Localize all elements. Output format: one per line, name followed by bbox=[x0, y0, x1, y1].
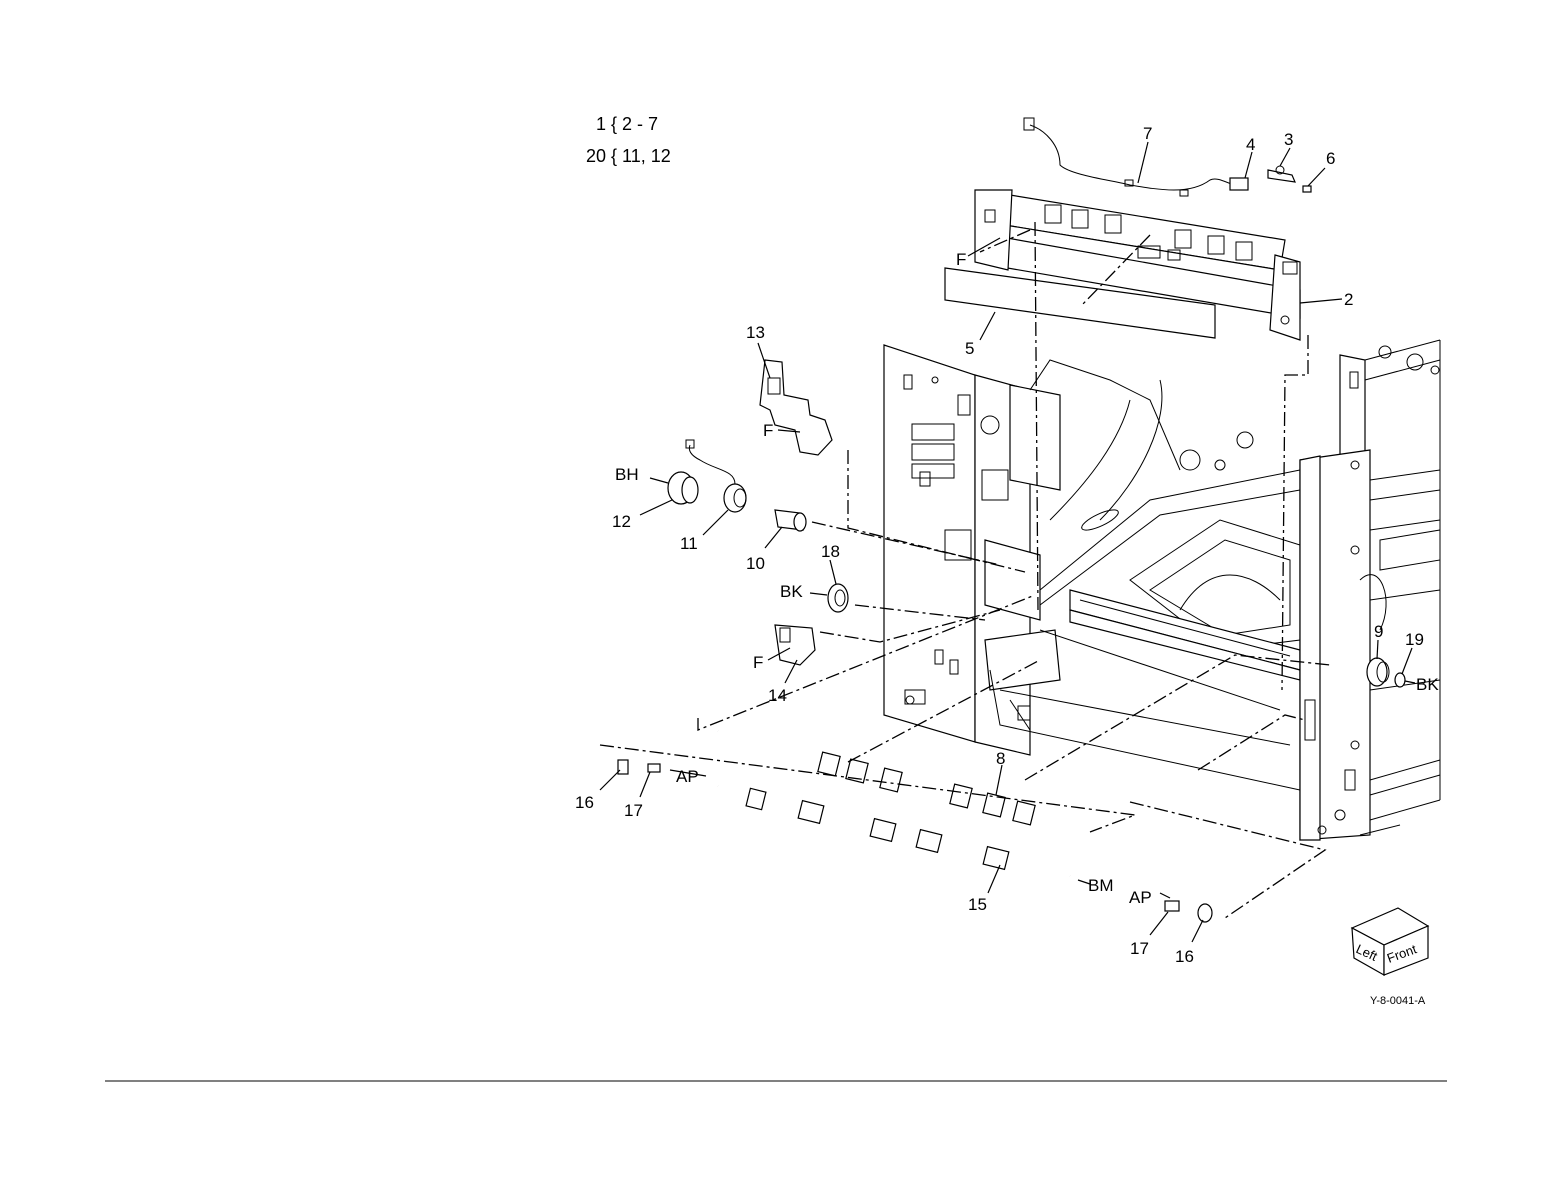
machine-frame bbox=[884, 340, 1440, 840]
part-6-screw bbox=[1303, 186, 1311, 192]
callout-15: 15 bbox=[968, 895, 987, 914]
part-14-guide bbox=[775, 625, 815, 665]
ref-f-guide: F bbox=[753, 653, 763, 672]
callout-5: 5 bbox=[965, 339, 974, 358]
callout-13: 13 bbox=[746, 323, 765, 342]
part-3-actuator bbox=[1268, 170, 1295, 182]
callout-17-left: 17 bbox=[624, 801, 643, 820]
ref-bh: BH bbox=[615, 465, 639, 484]
callout-9: 9 bbox=[1374, 622, 1383, 641]
callout-7: 7 bbox=[1143, 124, 1152, 143]
callout-10: 10 bbox=[746, 554, 765, 573]
callout-16-right: 16 bbox=[1175, 947, 1194, 966]
part-7-harness bbox=[1030, 125, 1245, 190]
part-4-sensor bbox=[1230, 178, 1248, 190]
part-17-spring-right bbox=[1165, 901, 1179, 911]
ref-bm: BM bbox=[1088, 876, 1114, 895]
part-16-bearing-left bbox=[618, 760, 628, 774]
figure-code: Y-8-0041-A bbox=[1370, 995, 1426, 1007]
callout-11: 11 bbox=[680, 534, 698, 553]
orientation-cube: Left Front bbox=[1352, 908, 1428, 975]
legend-line-2: 20 { 11, 12 bbox=[586, 146, 671, 166]
part-11-clutch bbox=[724, 484, 746, 512]
part-16-bearing-right bbox=[1198, 904, 1212, 922]
callout-18: 18 bbox=[821, 542, 840, 561]
ref-bk-right: BK bbox=[1416, 675, 1439, 694]
callout-3: 3 bbox=[1284, 130, 1293, 149]
part-13-bracket bbox=[760, 360, 832, 455]
ref-f-bracket: F bbox=[763, 421, 773, 440]
callout-12: 12 bbox=[612, 512, 631, 531]
callout-16-left: 16 bbox=[575, 793, 594, 812]
part-19-e-ring bbox=[1395, 673, 1405, 687]
upper-guide-assembly bbox=[945, 118, 1311, 340]
ref-ap-right: AP bbox=[1129, 888, 1152, 907]
callout-6: 6 bbox=[1326, 149, 1335, 168]
callout-19: 19 bbox=[1405, 630, 1424, 649]
ref-f-upper: F bbox=[956, 250, 966, 269]
callout-14: 14 bbox=[768, 686, 787, 705]
ref-bk-left: BK bbox=[780, 582, 803, 601]
ref-ap-left: AP bbox=[676, 767, 699, 786]
part-17-spring-left bbox=[648, 764, 660, 772]
legend-line-1: 1 { 2 - 7 bbox=[596, 114, 658, 134]
callout-4: 4 bbox=[1246, 135, 1255, 154]
callout-8: 8 bbox=[996, 749, 1005, 768]
callout-17-right: 17 bbox=[1130, 939, 1149, 958]
callout-2: 2 bbox=[1344, 290, 1353, 309]
